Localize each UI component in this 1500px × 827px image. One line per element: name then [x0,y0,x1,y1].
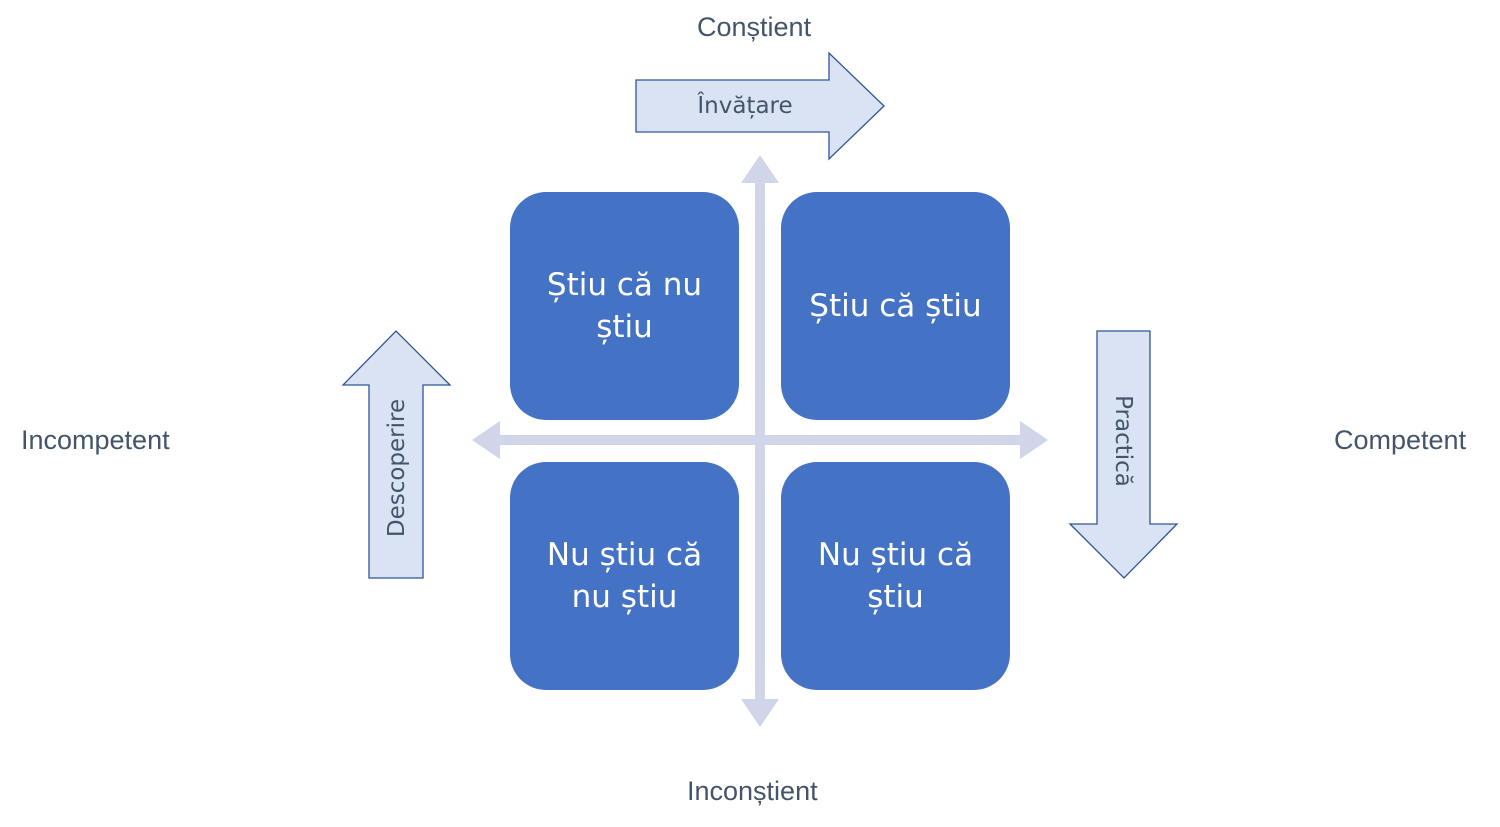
quadrant-text: Nu știu că știu [817,537,974,615]
quadrant-text: Știu că știu [809,288,982,324]
discovery-label: Descoperire [384,398,410,538]
axis-label-right: Competent [1334,425,1467,455]
discovery-arrow [341,330,452,579]
axis-label-top: Conștient [697,12,812,42]
quadrant-text: Știu că nu știu [546,267,703,345]
quadrant-bottom-left: Nu știu că nu știu [510,462,739,690]
learning-arrow [635,51,885,161]
practice-arrow [1068,330,1179,579]
quadrant-bottom-right: Nu știu că știu [781,462,1010,690]
axis-label-bottom: Inconștient [687,776,818,806]
learning-label: Învățare [697,93,793,119]
quadrant-text: Nu știu că nu știu [546,537,703,615]
practice-label: Practică [1110,395,1136,487]
axis-label-left: Incompetent [21,425,170,455]
horizontal-axis-arrow [472,421,1048,459]
quadrant-top-left: Știu că nu știu [510,192,739,420]
quadrant-top-right: Știu că știu [781,192,1010,420]
